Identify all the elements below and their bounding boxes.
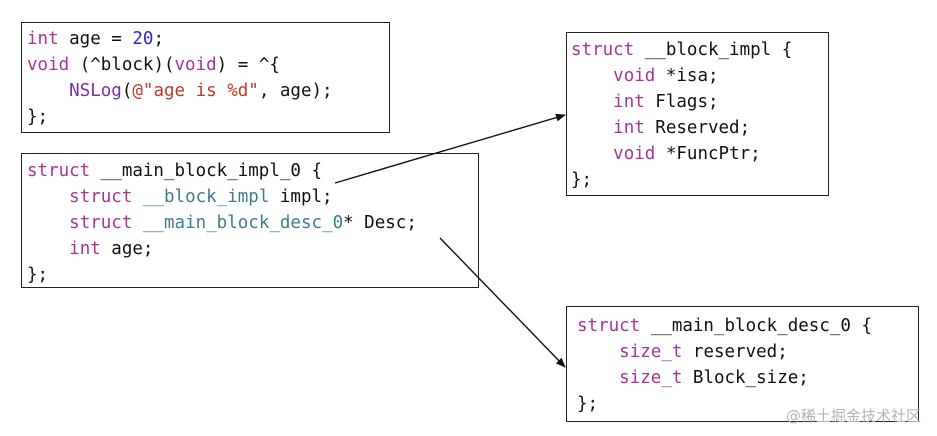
line-3: struct __main_block_desc_0* Desc;: [69, 213, 417, 233]
line-4: };: [577, 394, 599, 414]
line-1: struct __block_impl {: [571, 40, 793, 60]
line-3: int Flags;: [613, 92, 719, 112]
impl-to-block-impl-arrow: [334, 113, 566, 184]
line-2: void *isa;: [613, 66, 719, 86]
block-source-box: int age = 20; void (^block)(void) = ^{ N…: [21, 22, 390, 133]
line-2: struct __block_impl impl;: [69, 187, 333, 207]
line-1: struct __main_block_impl_0 {: [27, 161, 323, 181]
line-3: size_t Block_size;: [619, 368, 809, 388]
line-2: size_t reserved;: [619, 342, 788, 362]
block-source-code: int age = 20; void (^block)(void) = ^{ N…: [27, 26, 389, 130]
watermark: @稀土掘金技术社区: [785, 407, 921, 425]
line-1: int age = 20;: [27, 29, 164, 49]
line-5: };: [27, 265, 49, 285]
main-block-impl-code: struct __main_block_impl_0 { struct __bl…: [27, 158, 478, 288]
line-4: int Reserved;: [613, 118, 751, 138]
block-impl-code: struct __block_impl { void *isa; int Fla…: [571, 37, 828, 193]
main-block-impl-box: struct __main_block_impl_0 { struct __bl…: [21, 153, 479, 288]
line-2: void (^block)(void) = ^{: [27, 55, 280, 75]
line-4: };: [27, 107, 49, 127]
line-6: };: [571, 170, 593, 190]
main-block-desc-box: struct __main_block_desc_0 { size_t rese…: [566, 306, 919, 422]
line-4: int age;: [69, 239, 154, 259]
main-block-desc-code: struct __main_block_desc_0 { size_t rese…: [577, 313, 918, 417]
line-5: void *FuncPtr;: [613, 144, 761, 164]
block-impl-box: struct __block_impl { void *isa; int Fla…: [566, 32, 829, 196]
line-1: struct __main_block_desc_0 {: [577, 316, 873, 336]
desc-to-main-block-desc-arrow: [439, 237, 566, 368]
line-3: NSLog(@"age is %d", age);: [69, 81, 333, 101]
